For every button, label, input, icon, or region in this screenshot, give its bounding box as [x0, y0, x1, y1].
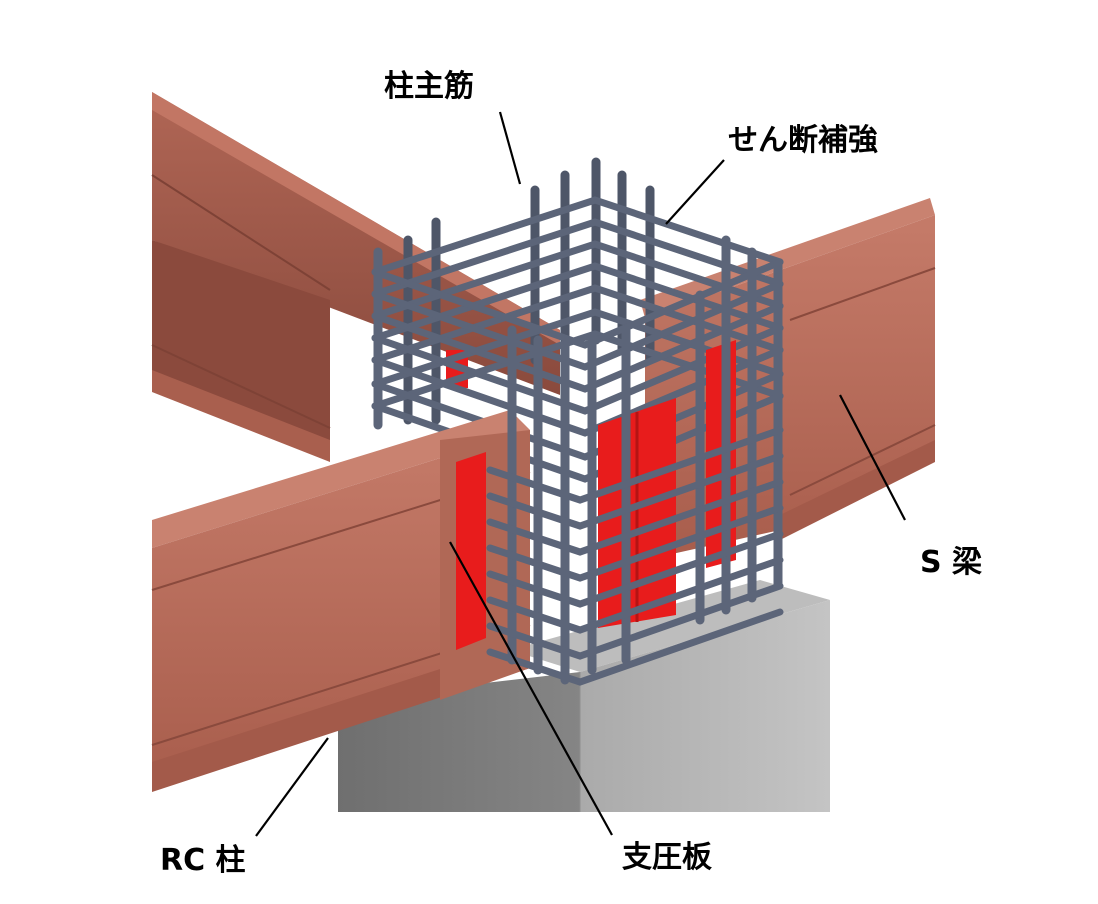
s-beam-back-bottom-flange [152, 370, 330, 462]
label-rc-column: RC 柱 [160, 843, 246, 878]
label-shear-reinforcement: せん断補強 [728, 123, 878, 158]
s-beam-back-top-flange [152, 92, 560, 345]
leader-s-beam [839, 394, 906, 521]
bearing-plate-front-left [456, 452, 486, 650]
leader-lines [255, 111, 906, 837]
label-bearing-plate: 支圧板 [622, 840, 712, 875]
s-beam-front-web [152, 430, 530, 790]
leader-bearing-plate [449, 541, 613, 836]
shear-reinforcement-lower-hoops [486, 426, 784, 686]
leader-shear-reinforcement [665, 159, 725, 225]
leader-column-main-rebar [498, 111, 522, 185]
s-beam-right-bottom-flange [780, 440, 935, 540]
label-s-beam: S 梁 [920, 545, 983, 580]
rc-column-right-face [580, 600, 830, 812]
leader-rc-column [255, 737, 329, 837]
label-column-main-rebar: 柱主筋 [384, 69, 474, 104]
s-beam-front-top-flange [152, 410, 530, 548]
s-beam-front-bottom-flange [152, 640, 530, 792]
